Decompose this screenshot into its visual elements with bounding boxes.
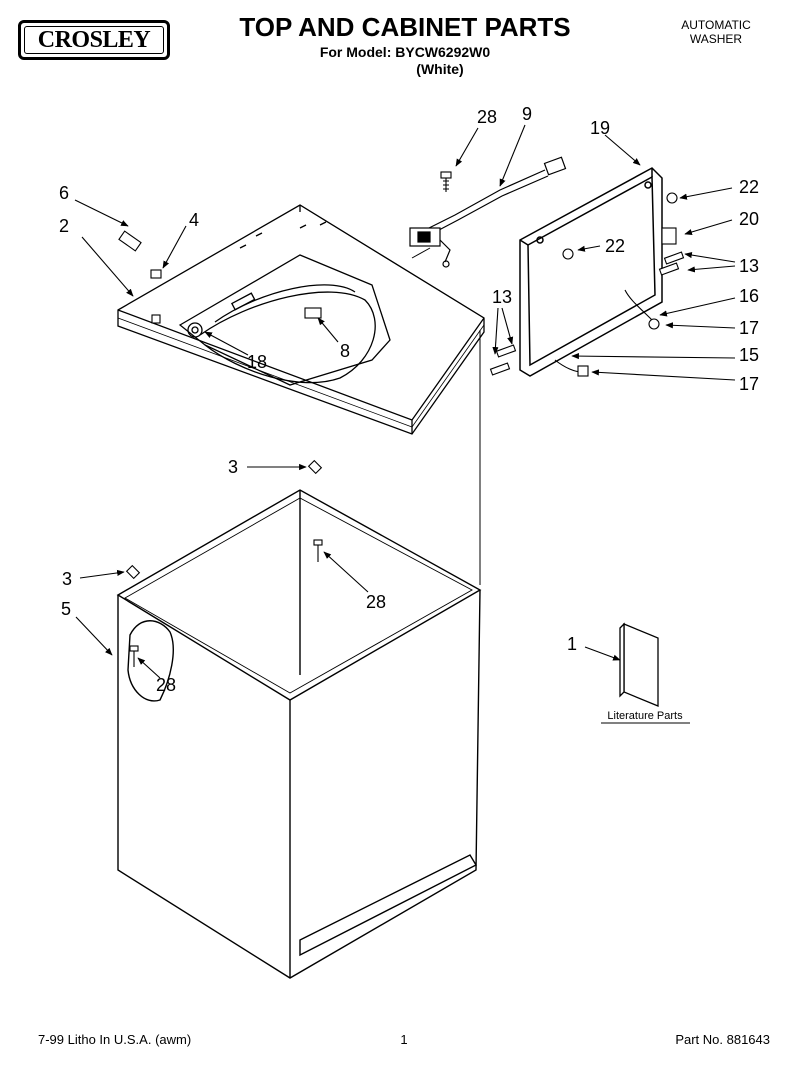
brand-logo: CROSLEY	[18, 20, 170, 60]
cabinet-hardware	[125, 459, 323, 667]
frame-hardware	[489, 192, 685, 377]
callout-28: 28	[366, 592, 386, 612]
callout-22: 22	[605, 236, 625, 256]
leader-lines	[74, 124, 736, 679]
cabinet	[116, 489, 482, 979]
callout-28: 28	[477, 107, 497, 127]
callout-15: 15	[739, 345, 759, 365]
callout-6: 6	[59, 183, 69, 203]
callout-17: 17	[739, 374, 759, 394]
callout-13: 13	[739, 256, 759, 276]
brand-name: CROSLEY	[37, 27, 151, 53]
callout-3: 3	[62, 569, 72, 589]
literature-booklet	[601, 622, 690, 724]
callout-numbers: 28 9 19 22 20 22 13 16 17 15 17 13 6 4 2…	[59, 104, 759, 695]
callout-4: 4	[189, 210, 199, 230]
callout-13: 13	[492, 287, 512, 307]
alignment-line	[411, 247, 431, 259]
footer-litho: 7-99 Litho In U.S.A. (awm)	[38, 1032, 192, 1047]
screw-28-top	[440, 171, 452, 192]
footer-part-number: Part No. 881643	[675, 1032, 770, 1047]
callout-19: 19	[590, 118, 610, 138]
product-type: AUTOMATIC WASHER	[660, 18, 772, 46]
console-frame	[519, 167, 663, 377]
model-line: For Model: BYCW6292W0	[319, 44, 491, 60]
wiring-harness	[409, 156, 567, 268]
footer-page-number: 1	[400, 1032, 408, 1047]
callout-1: 1	[567, 634, 577, 654]
callout-9: 9	[522, 104, 532, 124]
callout-2: 2	[59, 216, 69, 236]
callout-16: 16	[739, 286, 759, 306]
top-lid-assembly	[117, 204, 485, 435]
literature-label: Literature Parts	[607, 710, 683, 722]
callout-5: 5	[61, 599, 71, 619]
callout-3: 3	[228, 457, 238, 477]
callout-22: 22	[739, 177, 759, 197]
callout-8: 8	[340, 341, 350, 361]
product-type-line2: WASHER	[689, 32, 743, 46]
callout-18: 18	[247, 352, 267, 372]
lid-hardware	[118, 230, 322, 324]
color-line: (White)	[416, 61, 464, 77]
callout-20: 20	[739, 209, 759, 229]
callout-17: 17	[739, 318, 759, 338]
product-type-line1: AUTOMATIC	[681, 18, 751, 32]
callout-28: 28	[156, 675, 176, 695]
page-title: TOP AND CABINET PARTS	[239, 12, 571, 42]
